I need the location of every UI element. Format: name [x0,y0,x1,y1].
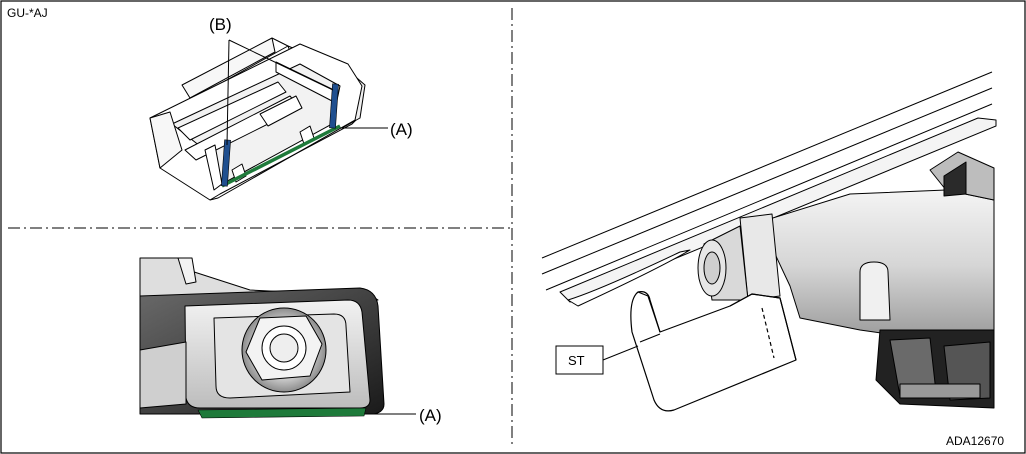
callout-b-top: (B) [209,15,232,34]
strip-b-right [329,83,339,129]
tape-a-top [221,124,341,188]
special-tool [630,291,797,412]
leader-b-left [226,39,230,146]
leader-b-right [228,39,334,91]
st-label-box [555,345,604,375]
figure-id-label: ADA12670 [946,434,1004,448]
tape-a-bottom [197,407,367,419]
model-code-label: GU-*AJ [7,6,48,20]
mount-closeup [139,257,385,415]
callout-a-bottom: (A) [419,406,442,425]
leader-st [602,345,639,361]
special-tool-label: ST [568,353,585,368]
callout-a-top: (A) [390,120,413,139]
bracket-illustration [149,37,366,201]
strip-b-left [221,139,231,187]
assembly-illustration [541,71,997,409]
